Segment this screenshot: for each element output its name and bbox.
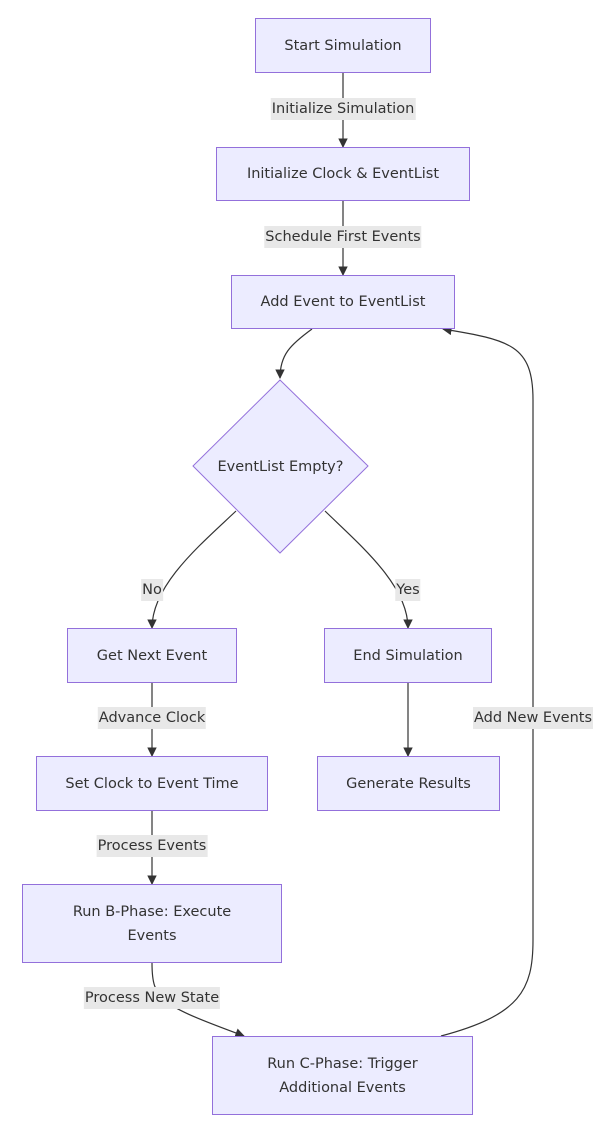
start-simulation-node: Start Simulation: [255, 18, 431, 73]
edge-decision-no: [147, 510, 237, 629]
edge-label-no: No: [141, 579, 163, 601]
edge-cphase-to-add: [440, 325, 534, 1037]
set-clock-label: Set Clock to Event Time: [65, 775, 239, 792]
generate-results-label: Generate Results: [346, 775, 471, 792]
decision-label: EventList Empty?: [217, 458, 344, 475]
initialize-clock-node: Initialize Clock & EventList: [216, 147, 470, 201]
edge-label-process-new-state: Process New State: [83, 987, 221, 1009]
set-clock-node: Set Clock to Event Time: [36, 756, 268, 811]
edge-decision-yes: [324, 510, 413, 629]
start-simulation-label: Start Simulation: [284, 37, 402, 54]
edge-label-advance-clock: Advance Clock: [97, 707, 207, 729]
generate-results-node: Generate Results: [317, 756, 500, 811]
c-phase-label-line2: Additional Events: [279, 1079, 406, 1096]
b-phase-label-line1: Run B-Phase: Execute: [72, 903, 232, 920]
decision-diamond: [192, 379, 369, 554]
get-next-event-label: Get Next Event: [96, 647, 208, 664]
edge-label-initialize-simulation: Initialize Simulation: [270, 98, 416, 120]
edge-label-process-events: Process Events: [96, 835, 208, 857]
get-next-event-node: Get Next Event: [67, 628, 237, 683]
b-phase-node: Run B-Phase: Execute Events: [22, 884, 282, 963]
edge-label-schedule-first-events: Schedule First Events: [264, 226, 422, 248]
edge-add-to-decision: [275, 328, 313, 379]
add-event-label: Add Event to EventList: [260, 294, 426, 310]
end-simulation-node: End Simulation: [324, 628, 492, 683]
edge-label-add-new-events: Add New Events: [472, 707, 594, 729]
c-phase-node: Run C-Phase: Trigger Additional Events: [212, 1036, 473, 1115]
end-simulation-label: End Simulation: [353, 647, 463, 664]
b-phase-label-line2: Events: [127, 927, 177, 944]
c-phase-label-line1: Run C-Phase: Trigger: [267, 1055, 418, 1072]
initialize-clock-label: Initialize Clock & EventList: [246, 166, 440, 182]
add-event-node: Add Event to EventList: [231, 275, 455, 329]
edge-label-yes: Yes: [395, 579, 421, 601]
